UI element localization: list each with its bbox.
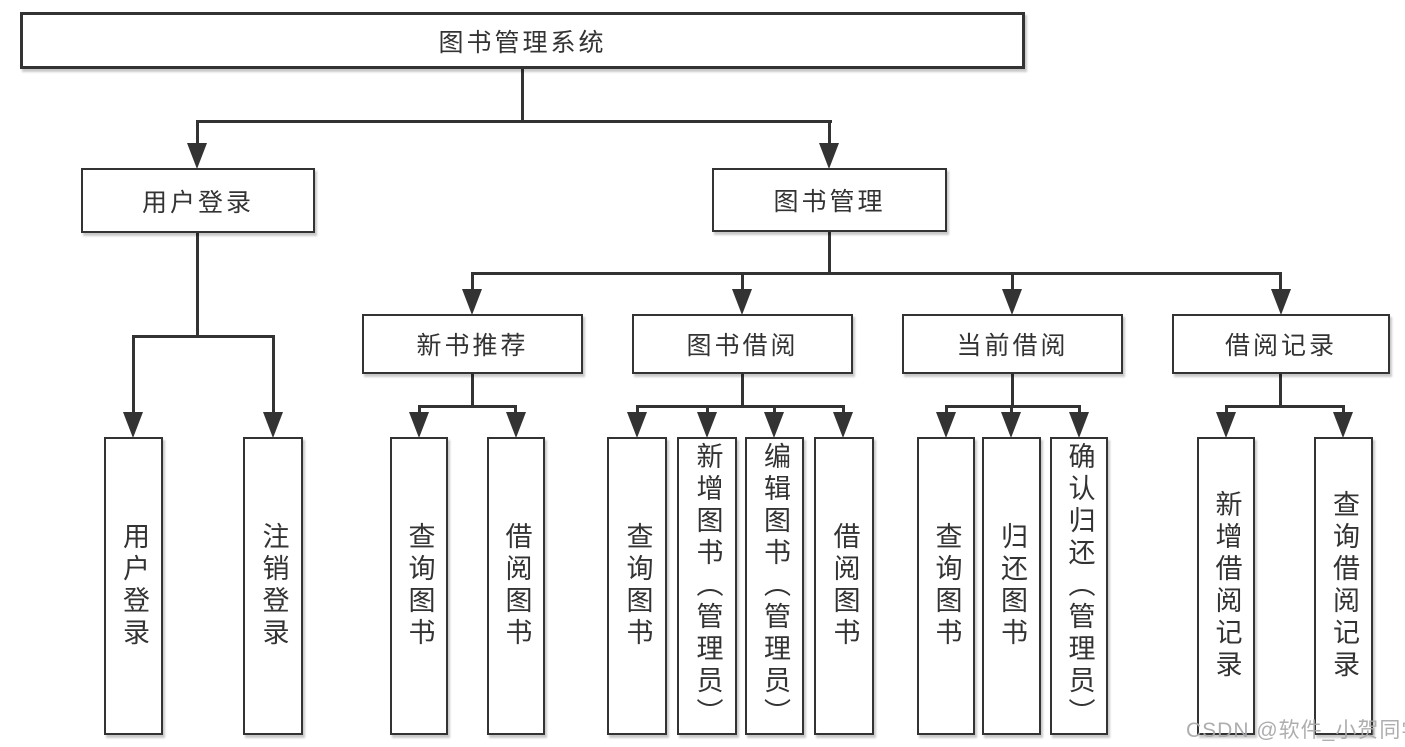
connector-drop (1342, 405, 1345, 414)
node-user-login-leaf: 用户登录 (104, 437, 163, 735)
node-query-books-1: 查询图书 (390, 437, 448, 735)
arrowhead-down (1271, 289, 1291, 315)
connector-drop (1010, 405, 1013, 414)
connector-stem (1011, 374, 1014, 407)
connector-drop (272, 335, 275, 414)
connector-branch (636, 405, 845, 408)
connector-drop (418, 405, 421, 414)
node-library-system-label: 图书管理系统 (438, 28, 607, 57)
node-book-management-label: 图书管理 (773, 188, 886, 216)
node-borrow-records: 借阅记录 (1172, 314, 1390, 374)
arrowhead-down (409, 412, 429, 438)
connector-stem (521, 69, 524, 122)
node-user-login-label: 用户登录 (141, 188, 254, 217)
connector-drop (773, 405, 776, 414)
connector-branch (196, 120, 832, 123)
connector-branch (418, 405, 517, 408)
arrowhead-down (123, 412, 143, 438)
connector-stem (471, 374, 474, 407)
connector-stem (741, 374, 744, 407)
arrowhead-down (764, 412, 784, 438)
connector-drop (706, 405, 709, 414)
connector-drop (636, 405, 639, 414)
connector-branch (945, 405, 1081, 408)
connector-stem (1279, 374, 1282, 407)
node-user-login: 用户登录 (81, 168, 315, 233)
arrowhead-down (732, 289, 752, 315)
arrowhead-down (1002, 289, 1022, 315)
node-edit-book-admin-label: 编辑图书（管理员） (760, 442, 790, 730)
connector-drop (132, 335, 135, 414)
node-add-book-admin: 新增图书（管理员） (677, 437, 737, 735)
arrowhead-down (1001, 412, 1021, 438)
arrowhead-down (263, 412, 283, 438)
node-book-borrow-label: 图书借阅 (686, 332, 799, 360)
connector-drop (945, 405, 948, 414)
arrowhead-down (1333, 412, 1353, 438)
connector-drop (842, 405, 845, 414)
node-confirm-return-admin-label: 确认归还（管理员） (1064, 442, 1095, 730)
node-query-books-2-label: 查询图书 (622, 522, 653, 650)
arrowhead-down (1069, 412, 1089, 438)
connector-stem (196, 233, 199, 337)
node-add-borrow-record: 新增借阅记录 (1197, 437, 1255, 735)
node-query-borrow-record-label: 查询借阅记录 (1329, 490, 1359, 682)
connector-branch (132, 335, 275, 338)
connector-drop (196, 120, 199, 145)
node-borrow-records-label: 借阅记录 (1224, 332, 1337, 360)
node-user-login-leaf-label: 用户登录 (119, 522, 149, 650)
node-add-borrow-record-label: 新增借阅记录 (1211, 490, 1242, 682)
node-library-system: 图书管理系统 (20, 12, 1025, 69)
node-edit-book-admin: 编辑图书（管理员） (745, 437, 804, 735)
connector-drop (1078, 405, 1081, 414)
connector-drop (514, 405, 517, 414)
node-logout: 注销登录 (243, 437, 303, 735)
node-borrow-books-2: 借阅图书 (814, 437, 874, 735)
arrowhead-down (506, 412, 526, 438)
connector-drop (1011, 272, 1014, 291)
arrowhead-down (936, 412, 956, 438)
connector-drop (828, 120, 831, 145)
arrowhead-down (833, 412, 853, 438)
node-current-borrow: 当前借阅 (902, 314, 1123, 374)
connector-drop (1225, 405, 1228, 414)
connector-drop (741, 272, 744, 291)
arrowhead-down (1216, 412, 1236, 438)
node-book-borrow: 图书借阅 (632, 314, 853, 374)
node-query-books-3-label: 查询图书 (931, 522, 962, 650)
node-query-books-1-label: 查询图书 (404, 522, 435, 650)
node-new-book-recommend-label: 新书推荐 (416, 332, 529, 360)
node-query-borrow-record: 查询借阅记录 (1314, 437, 1373, 735)
node-query-books-3: 查询图书 (917, 437, 975, 735)
connector-drop (471, 272, 474, 291)
node-current-borrow-label: 当前借阅 (956, 332, 1069, 360)
connector-branch (1225, 405, 1345, 408)
node-return-books-label: 归还图书 (997, 522, 1027, 650)
node-borrow-books-1: 借阅图书 (487, 437, 545, 735)
arrowhead-down (462, 289, 482, 315)
node-query-books-2: 查询图书 (607, 437, 667, 735)
connector-branch (471, 272, 1282, 275)
node-book-management: 图书管理 (712, 168, 947, 232)
node-logout-label: 注销登录 (258, 522, 289, 650)
node-return-books: 归还图书 (982, 437, 1041, 735)
arrowhead-down (819, 143, 839, 169)
node-borrow-books-1-label: 借阅图书 (501, 522, 532, 650)
node-add-book-admin-label: 新增图书（管理员） (692, 442, 723, 730)
node-borrow-books-2-label: 借阅图书 (829, 522, 860, 650)
arrowhead-down (187, 143, 207, 169)
node-new-book-recommend: 新书推荐 (362, 314, 583, 374)
connector-drop (1279, 272, 1282, 291)
arrowhead-down (697, 412, 717, 438)
csdn-watermark: CSDN @软件_小贺同学 (1186, 719, 1405, 742)
node-confirm-return-admin: 确认归还（管理员） (1050, 437, 1108, 735)
arrowhead-down (627, 412, 647, 438)
connector-stem (828, 232, 831, 274)
